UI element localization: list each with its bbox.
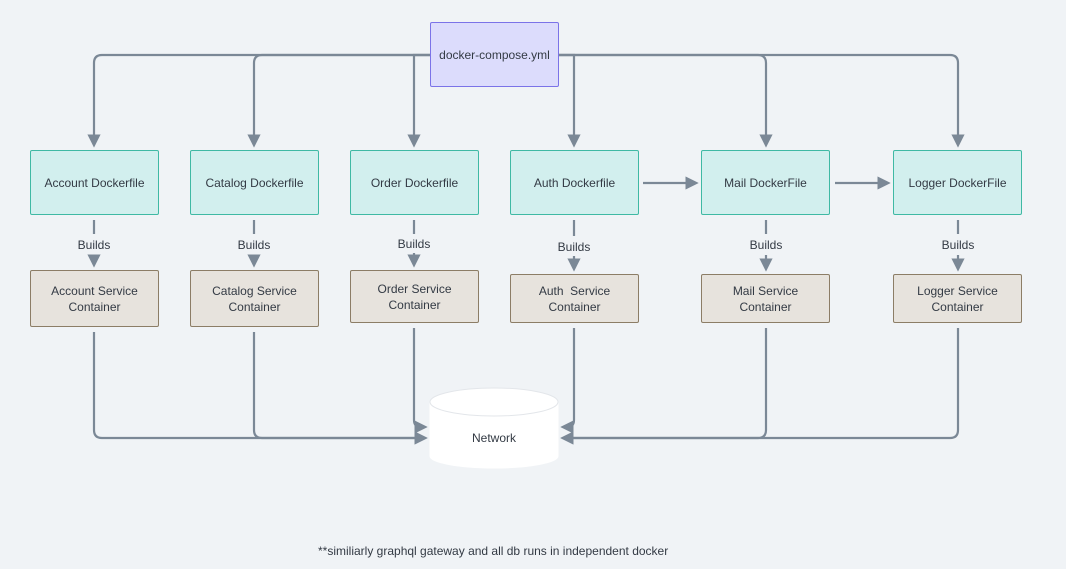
container-label-line1: Mail Service: [732, 283, 799, 298]
compose-node[interactable]: docker-compose.yml: [430, 22, 559, 87]
dockerfile-auth[interactable]: Auth Dockerfile: [510, 150, 639, 215]
edge-mail-network: [560, 328, 768, 445]
edge-compose-mail: [559, 53, 773, 148]
container-label-line2: Container: [548, 299, 601, 314]
footnote: **similiarly graphql gateway and all db …: [318, 544, 669, 558]
container-mail[interactable]: Mail Service Container: [701, 274, 830, 323]
dockerfile-account[interactable]: Account Dockerfile: [30, 150, 159, 215]
dockerfile-label: Logger DockerFile: [908, 175, 1007, 190]
container-order[interactable]: Order Service Container: [350, 270, 479, 323]
builds-label-account: Builds: [75, 238, 113, 252]
compose-label: docker-compose.yml: [439, 47, 550, 62]
network-database-icon: [429, 387, 559, 469]
container-label-line1: Catalog Service: [212, 283, 297, 298]
builds-label-mail: Builds: [747, 238, 785, 252]
edge-order-network: [412, 328, 428, 434]
container-label-line1: Auth Service: [538, 283, 611, 298]
container-logger[interactable]: Logger Service Container: [893, 274, 1022, 323]
dockerfile-label: Order Dockerfile: [370, 175, 459, 190]
edge-catalog-network: [252, 332, 428, 445]
edge-logger-network: [560, 328, 960, 445]
edge-compose-catalog: [247, 53, 430, 148]
builds-label-catalog: Builds: [235, 238, 273, 252]
container-label-line2: Container: [228, 299, 281, 314]
network-label: Network: [471, 431, 516, 445]
edge-compose-auth: [559, 53, 581, 148]
edge-account-network: [92, 332, 428, 445]
edge-auth-network: [560, 328, 576, 434]
container-label-line2: Container: [388, 297, 441, 312]
dockerfile-order[interactable]: Order Dockerfile: [350, 150, 479, 215]
container-label-line2: Container: [68, 299, 121, 314]
edge-compose-account: [87, 53, 430, 148]
edge-compose-logger: [559, 53, 965, 148]
container-catalog[interactable]: Catalog Service Container: [190, 270, 319, 327]
container-label-line2: Container: [739, 299, 792, 314]
container-account[interactable]: Account Service Container: [30, 270, 159, 327]
container-label-line1: Logger Service: [917, 283, 998, 298]
container-label-line2: Container: [931, 299, 984, 314]
dockerfile-label: Mail DockerFile: [724, 175, 807, 190]
dockerfile-label: Account Dockerfile: [44, 175, 145, 190]
dockerfile-logger[interactable]: Logger DockerFile: [893, 150, 1022, 215]
builds-label-order: Builds: [395, 237, 433, 251]
dockerfile-label: Auth Dockerfile: [533, 175, 616, 190]
container-label-line1: Account Service: [51, 283, 138, 298]
builds-label-auth: Builds: [555, 240, 593, 254]
dockerfile-mail[interactable]: Mail DockerFile: [701, 150, 830, 215]
dockerfile-label: Catalog Dockerfile: [205, 175, 304, 190]
container-auth[interactable]: Auth Service Container: [510, 274, 639, 323]
dockerfile-catalog[interactable]: Catalog Dockerfile: [190, 150, 319, 215]
builds-label-logger: Builds: [939, 238, 977, 252]
edge-compose-order: [407, 53, 430, 148]
container-label-line1: Order Service: [377, 281, 452, 296]
